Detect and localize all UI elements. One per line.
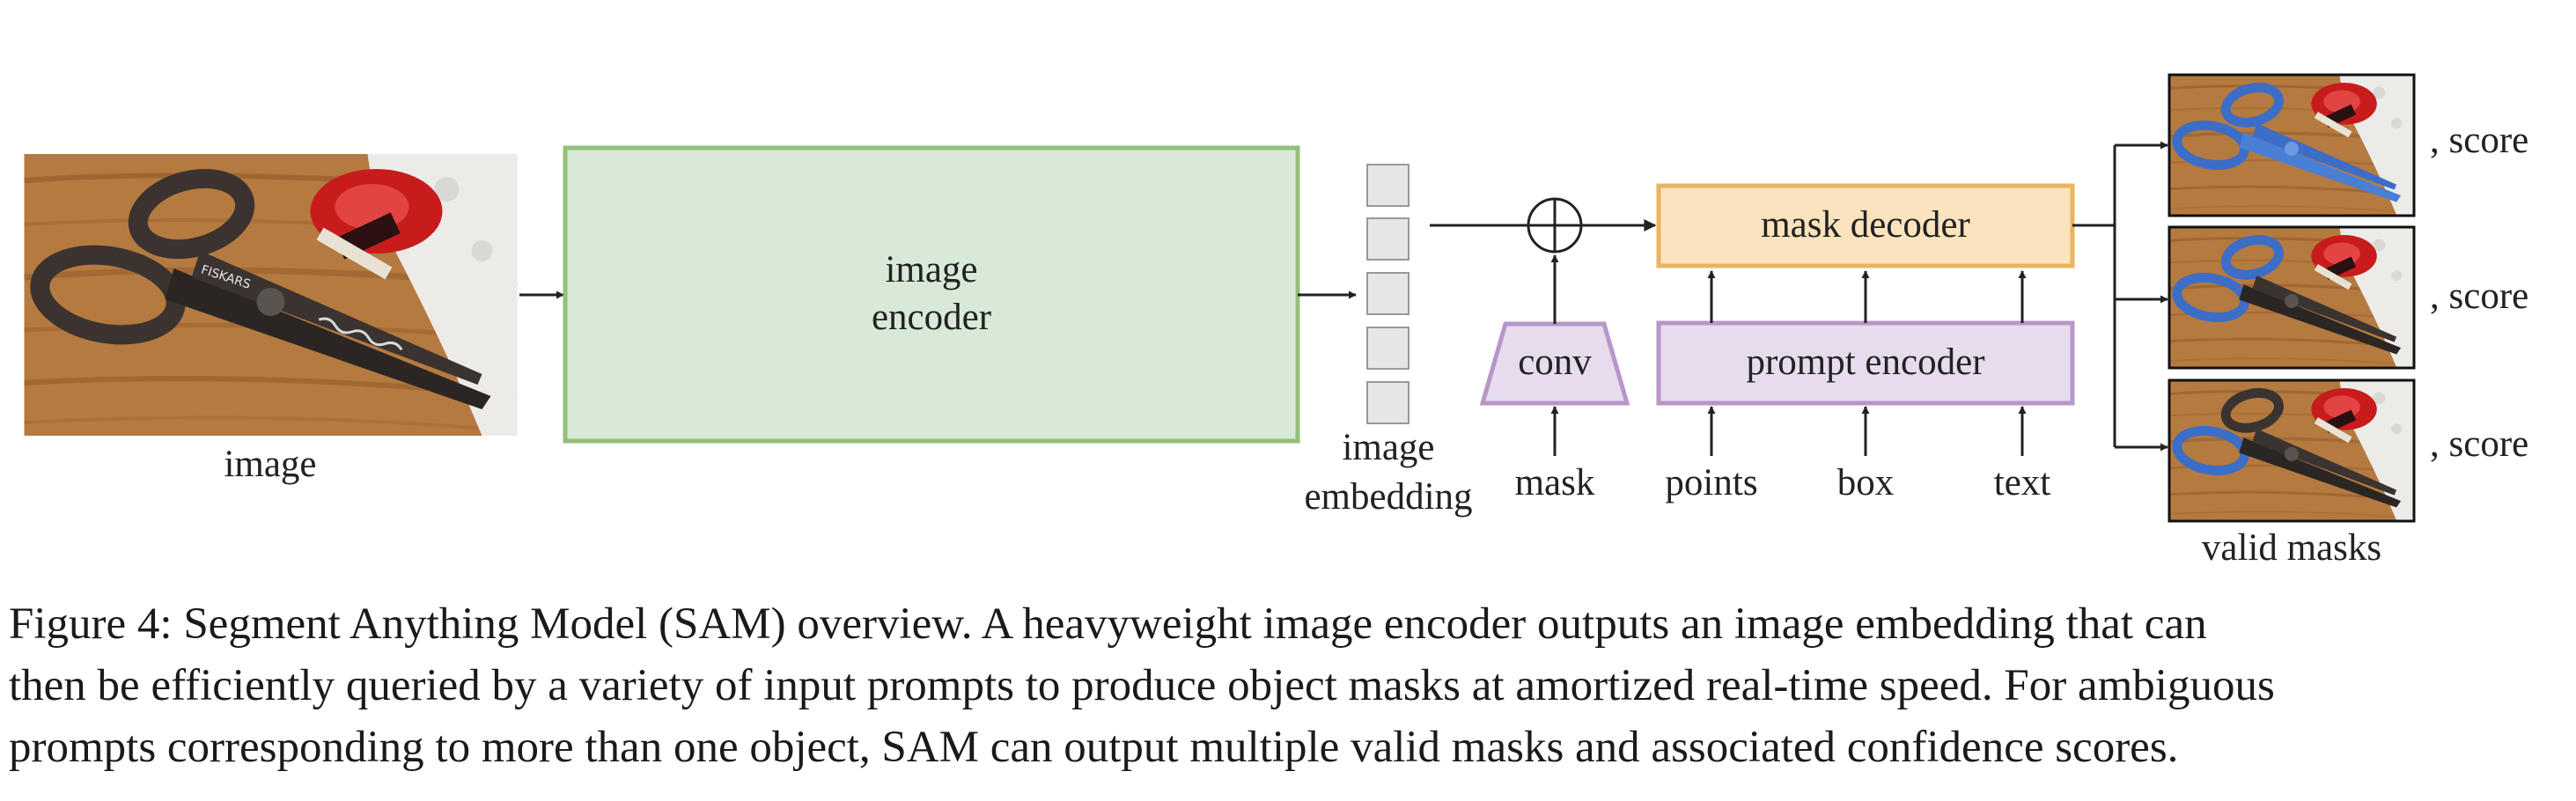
prompt-input-points: points bbox=[1665, 462, 1757, 503]
output-mask-2 bbox=[2168, 225, 2416, 370]
image-encoder-label-line2: encoder bbox=[872, 297, 991, 338]
output-mask-1 bbox=[2168, 73, 2416, 217]
score-label-1: , score bbox=[2430, 120, 2528, 161]
image-encoder-box bbox=[563, 145, 1300, 444]
mask-decoder-box bbox=[1656, 183, 2075, 268]
input-image-label: image bbox=[224, 444, 316, 485]
mask-decoder-label: mask decoder bbox=[1761, 204, 1970, 246]
figure-caption: Figure 4: Segment Anything Model (SAM) o… bbox=[9, 593, 2567, 778]
output-branch-arrows bbox=[2072, 141, 2168, 452]
image-encoder-label-line1: image bbox=[885, 249, 977, 290]
score-label-3: , score bbox=[2430, 423, 2528, 465]
prompt-input-text: text bbox=[1994, 462, 2051, 503]
caption-line-1: Figure 4: Segment Anything Model (SAM) o… bbox=[9, 599, 2207, 649]
embedding-label-line1: image bbox=[1342, 427, 1434, 468]
valid-masks-label: valid masks bbox=[2202, 527, 2381, 569]
prompt-encoder-label: prompt encoder bbox=[1746, 342, 1984, 383]
sum-node-icon bbox=[1527, 197, 1583, 254]
caption-line-2: then be efficiently queried by a variety… bbox=[9, 661, 2275, 710]
output-mask-3 bbox=[2168, 378, 2416, 523]
score-label-2: , score bbox=[2430, 276, 2528, 317]
mask-input-label: mask bbox=[1515, 462, 1595, 503]
conv-block bbox=[1479, 321, 1630, 406]
caption-line-3: prompts corresponding to more than one o… bbox=[9, 723, 2179, 772]
image-embedding-stack bbox=[1366, 164, 1409, 424]
prompt-input-box: box bbox=[1837, 462, 1895, 503]
sam-architecture-diagram: FISKARS image bbox=[0, 73, 2528, 569]
conv-label: conv bbox=[1518, 342, 1592, 383]
embedding-label-line2: embedding bbox=[1304, 476, 1472, 518]
input-image bbox=[25, 154, 518, 436]
